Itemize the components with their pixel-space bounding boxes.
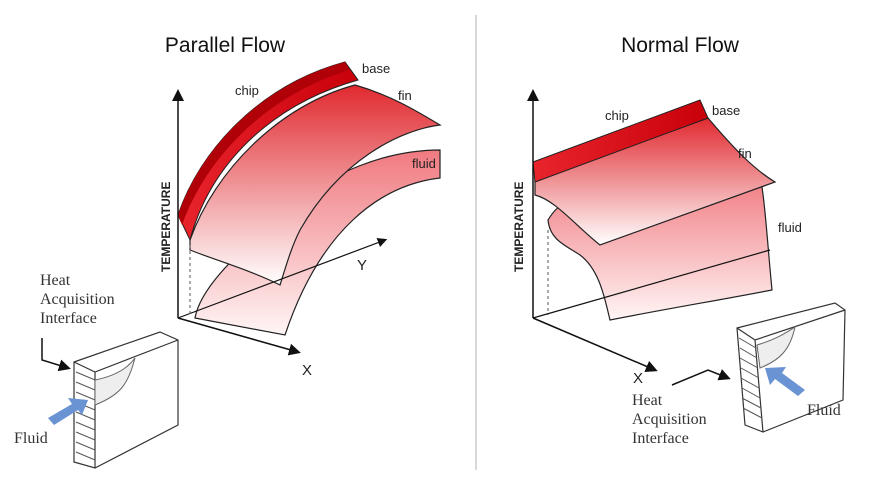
chip-base-band — [532, 99, 709, 183]
fluid-inset-label: Fluid — [807, 402, 841, 419]
fin-label: fin — [738, 146, 752, 161]
chip-label: chip — [235, 83, 259, 98]
interface-label-line: Acquisition — [632, 411, 707, 428]
fluid-label: fluid — [778, 220, 802, 235]
normal-flow-panel: Normal Flow TEMPERATURE X chip base fin … — [512, 34, 846, 447]
base-label: base — [362, 61, 390, 76]
fin-surface — [534, 117, 777, 246]
interface-label-line: Interface — [40, 310, 97, 327]
heat-sink-inset: Heat Acquisition Interface Fluid — [14, 272, 179, 469]
fin-label: fin — [398, 88, 412, 103]
fluid-arrow-icon — [765, 367, 805, 396]
panel-title: Normal Flow — [621, 34, 740, 57]
interface-label-line: Heat — [632, 392, 663, 409]
fluid-arrow-icon — [48, 398, 88, 425]
temperature-axis-label: TEMPERATURE — [159, 182, 173, 272]
interface-label-line: Interface — [632, 430, 689, 447]
heat-sink-inset: Heat Acquisition Interface Fluid — [632, 302, 846, 447]
y-axis-label: Y — [357, 257, 367, 274]
fluid-inset-label: Fluid — [14, 430, 48, 447]
x-axis-label: X — [633, 370, 643, 387]
panel-title: Parallel Flow — [165, 34, 286, 57]
x-axis-label: X — [302, 362, 312, 379]
y-axis — [177, 238, 388, 319]
temperature-axis-label: TEMPERATURE — [512, 182, 526, 272]
x-axis — [532, 317, 658, 372]
fin-surface — [189, 84, 442, 286]
parallel-flow-panel: Parallel Flow TEMPERATURE X Y chip base … — [14, 34, 442, 469]
base-label: base — [712, 103, 740, 118]
chip-label: chip — [605, 108, 629, 123]
fluid-label: fluid — [412, 156, 436, 171]
x-axis — [177, 317, 301, 356]
y-axis — [532, 249, 771, 319]
interface-label-line: Heat — [40, 272, 71, 289]
interface-label-line: Acquisition — [40, 291, 115, 308]
